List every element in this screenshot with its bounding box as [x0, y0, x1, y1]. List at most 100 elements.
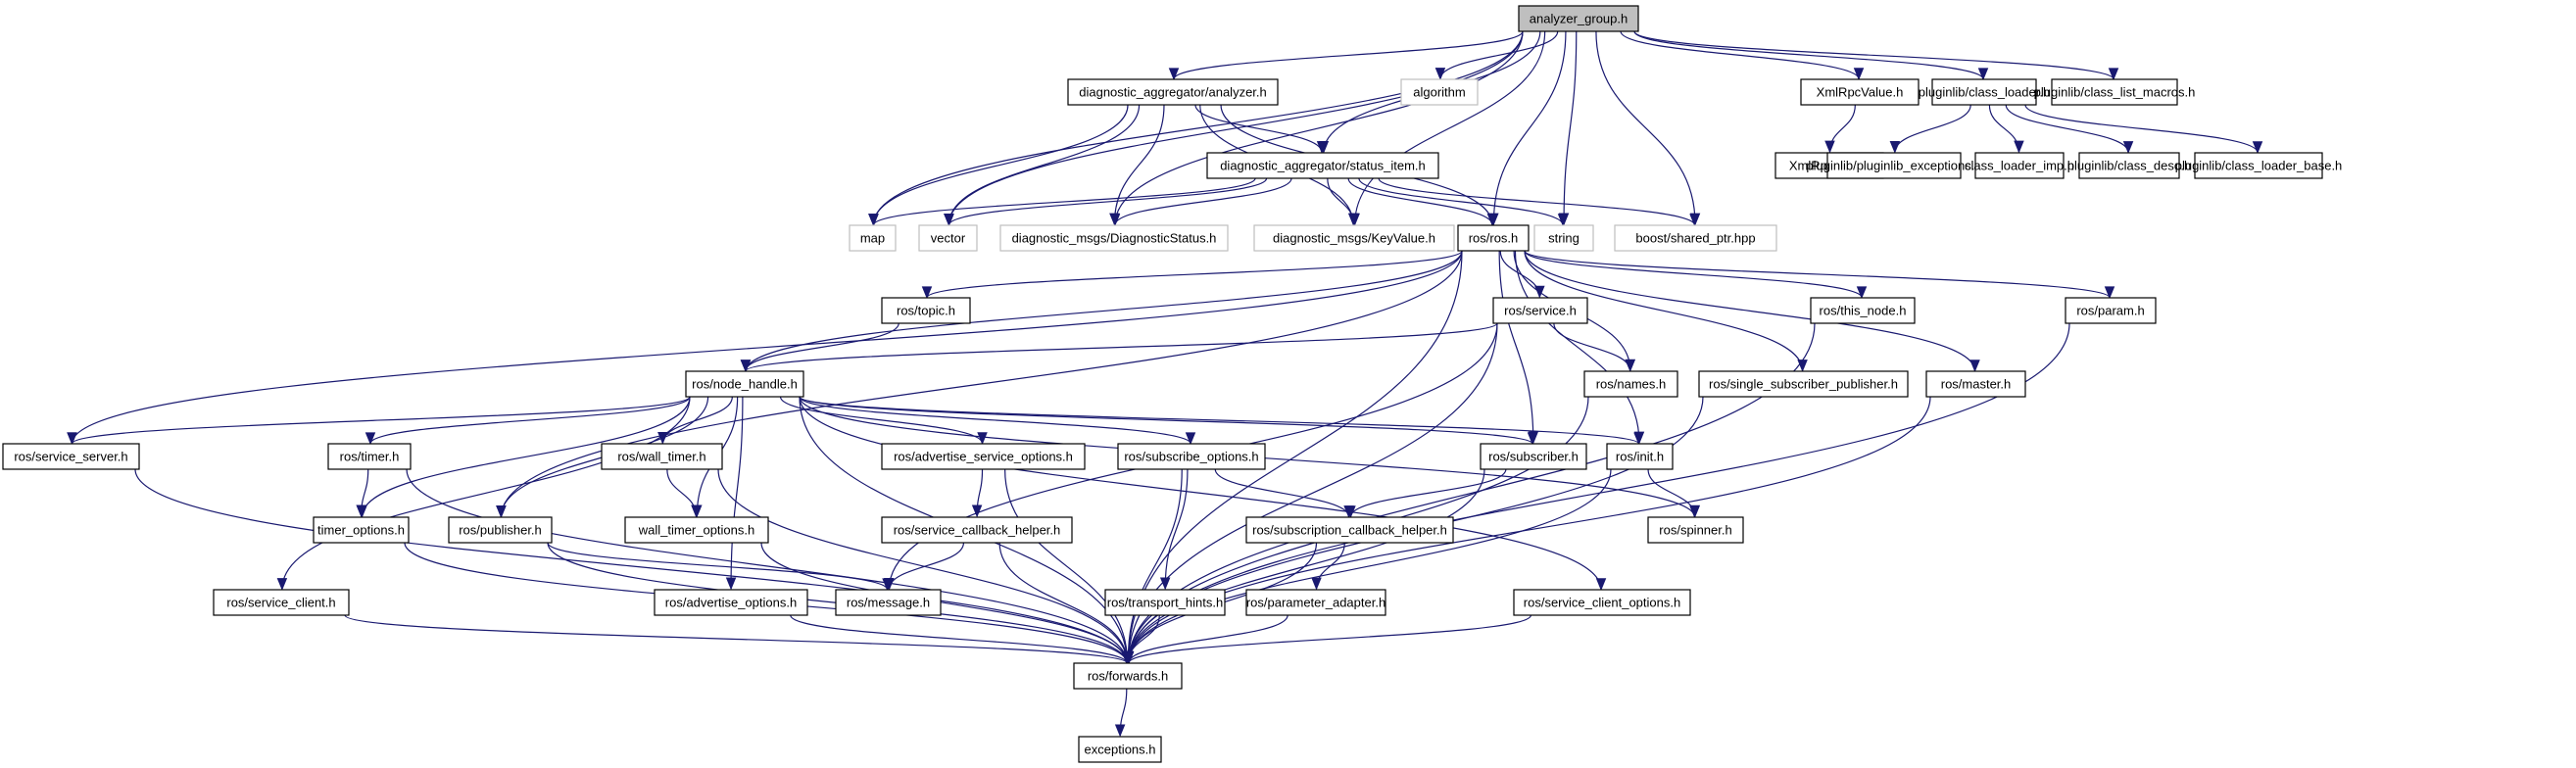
node-timer-options[interactable]: timer_options.h	[313, 516, 410, 544]
edge-sub_opts-to-sub_cb_helper	[1214, 468, 1350, 517]
arrowhead-icon	[365, 432, 376, 446]
node-label: ros/this_node.h	[1820, 304, 1907, 318]
edge-node_handle-to-timer_options	[361, 396, 691, 517]
node-spinner[interactable]: ros/spinner.h	[1647, 516, 1744, 544]
node-vector: vector	[918, 224, 978, 252]
edge-ros-to-init	[1514, 250, 1640, 444]
node-label: analyzer_group.h	[1530, 12, 1628, 26]
edge-analyzer_group-to-string	[1563, 30, 1578, 225]
node-service-server[interactable]: ros/service_server.h	[2, 443, 140, 470]
node-service[interactable]: ros/service.h	[1492, 297, 1588, 324]
node-label: ros/service_callback_helper.h	[894, 523, 1061, 538]
node-label: XmlRpcValue.h	[1817, 85, 1904, 100]
node-box	[1206, 152, 1439, 179]
edge-ros-to-topic	[926, 250, 1463, 299]
node-label: diagnostic_msgs/DiagnosticStatus.h	[1012, 231, 1217, 246]
edge-init-to-forwards	[1128, 468, 1612, 663]
edge-status_item-to-string	[1358, 177, 1564, 225]
node-timer[interactable]: ros/timer.h	[327, 443, 412, 470]
node-publisher[interactable]: ros/publisher.h	[448, 516, 553, 544]
nodes-layer: analyzer_group.h diagnostic_aggregator/an…	[2, 5, 2343, 763]
node-node-handle[interactable]: ros/node_handle.h	[685, 370, 804, 398]
node-box	[1698, 370, 1909, 398]
node-box	[685, 370, 804, 398]
node-class-loader-base[interactable]: pluginlib/class_loader_base.h	[2175, 152, 2343, 179]
node-pluginlib-exceptions[interactable]: pluginlib/pluginlib_exceptions.h	[1806, 152, 1982, 179]
node-init[interactable]: ros/init.h	[1606, 443, 1674, 470]
node-box	[1492, 297, 1588, 324]
node-box	[1925, 370, 2026, 398]
node-box	[448, 516, 553, 544]
arrowhead-icon	[1856, 286, 1868, 300]
node-this-node[interactable]: ros/this_node.h	[1810, 297, 1916, 324]
edge-analyzer_group-to-map	[872, 30, 1524, 225]
arrowhead-icon	[1345, 505, 1356, 519]
node-analyzer-group[interactable]: analyzer_group.h	[1518, 5, 1639, 32]
node-box	[2, 443, 140, 470]
node-message[interactable]: ros/message.h	[835, 589, 942, 616]
node-box	[1104, 589, 1226, 616]
node-label: ros/names.h	[1596, 377, 1667, 392]
node-xmlrpcvalue[interactable]: XmlRpcValue.h	[1800, 78, 1920, 106]
node-adv-opts[interactable]: ros/advertise_options.h	[654, 589, 808, 616]
node-label: ros/parameter_adapter.h	[1246, 596, 1385, 610]
node-class-desc[interactable]: pluginlib/class_desc.h	[2067, 152, 2191, 179]
node-class-loader-imp[interactable]: class_loader_imp.h	[1965, 152, 2074, 179]
node-box	[327, 443, 412, 470]
node-map: map	[849, 224, 897, 252]
node-srv-cb-helper[interactable]: ros/service_callback_helper.h	[881, 516, 1073, 544]
arrowhead-icon	[496, 504, 507, 518]
edge-adv_srv_opts-to-forwards	[1004, 468, 1129, 663]
node-class-loader[interactable]: pluginlib/class_loader.h	[1919, 78, 2050, 106]
node-label: exceptions.h	[1085, 743, 1156, 757]
edge-ros-to-service	[1499, 250, 1540, 298]
node-names[interactable]: ros/names.h	[1583, 370, 1678, 398]
node-adv-srv-opts[interactable]: ros/advertise_service_options.h	[881, 443, 1086, 470]
node-exceptions[interactable]: exceptions.h	[1078, 736, 1162, 763]
edge-topic-to-node_handle	[745, 322, 899, 371]
edge-node_handle-to-service_client	[281, 396, 691, 590]
node-box	[601, 443, 723, 470]
node-topic[interactable]: ros/topic.h	[881, 297, 971, 324]
node-algorithm: algorithm	[1400, 78, 1479, 106]
node-box	[1614, 224, 1777, 252]
node-analyzer[interactable]: diagnostic_aggregator/analyzer.h	[1067, 78, 1279, 106]
node-box	[1067, 78, 1279, 106]
node-label: ros/forwards.h	[1088, 669, 1168, 684]
node-box	[1647, 516, 1744, 544]
arrowhead-icon	[2122, 141, 2134, 154]
node-label: class_loader_imp.h	[1965, 159, 2074, 173]
edge-srv_client_opts-to-forwards	[1128, 614, 1531, 664]
node-label: ros/service.h	[1504, 304, 1577, 318]
node-box	[1518, 5, 1639, 32]
node-diag-status: diagnostic_msgs/DiagnosticStatus.h	[999, 224, 1229, 252]
node-ros[interactable]: ros/ros.h	[1457, 224, 1530, 252]
node-transport-hints[interactable]: ros/transport_hints.h	[1104, 589, 1226, 616]
node-sub-opts[interactable]: ros/subscribe_options.h	[1117, 443, 1266, 470]
node-class-list-macros[interactable]: pluginlib/class_list_macros.h	[2034, 78, 2196, 106]
node-subscriber[interactable]: ros/subscriber.h	[1480, 443, 1587, 470]
node-box	[2078, 152, 2180, 179]
edge-ros-to-forwards	[1128, 250, 1463, 663]
edge-ros-to-master	[1524, 250, 1976, 371]
edge-service-to-node_handle	[745, 322, 1498, 372]
node-status-item[interactable]: diagnostic_aggregator/status_item.h	[1206, 152, 1439, 179]
node-box	[213, 589, 350, 616]
node-single-sub-pub[interactable]: ros/single_subscriber_publisher.h	[1698, 370, 1909, 398]
node-wall-timer-options[interactable]: wall_timer_options.h	[624, 516, 769, 544]
node-box	[881, 516, 1073, 544]
node-sub-cb-helper[interactable]: ros/subscription_callback_helper.h	[1245, 516, 1454, 544]
node-box	[624, 516, 769, 544]
node-param[interactable]: ros/param.h	[2065, 297, 2157, 324]
node-srv-client-opts[interactable]: ros/service_client_options.h	[1513, 589, 1691, 616]
node-label: ros/service_server.h	[14, 450, 127, 464]
node-wall-timer[interactable]: ros/wall_timer.h	[601, 443, 723, 470]
edge-wall_timer-to-wall_timer_options	[666, 468, 698, 517]
node-box	[1533, 224, 1594, 252]
node-service-client[interactable]: ros/service_client.h	[213, 589, 350, 616]
arrowhead-icon	[2252, 141, 2263, 155]
node-parameter-adapter[interactable]: ros/parameter_adapter.h	[1245, 589, 1386, 616]
node-forwards[interactable]: ros/forwards.h	[1073, 662, 1183, 690]
node-box	[881, 297, 971, 324]
node-master[interactable]: ros/master.h	[1925, 370, 2026, 398]
